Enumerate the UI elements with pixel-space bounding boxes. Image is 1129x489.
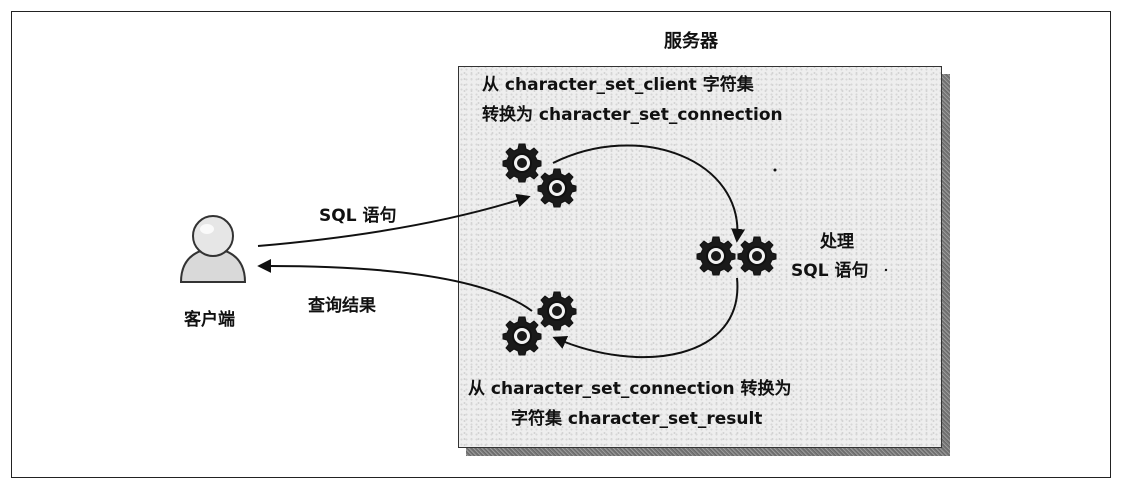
response-arrow (257, 258, 533, 312)
response-label: 查询结果 (308, 296, 376, 316)
processing-label-line2: SQL 语句 (791, 261, 869, 281)
processing-gears-icon (696, 236, 777, 276)
process-to-output-arrow (552, 277, 739, 359)
output-conversion-gears-icon (502, 291, 577, 356)
input-conversion-gears-icon (502, 143, 577, 208)
diagram-frame (11, 11, 1111, 478)
input-conversion-label-line2: 转换为 character_set_connection (482, 105, 783, 125)
convert-to-process-arrow (552, 144, 746, 243)
output-conversion-label-line1: 从 character_set_connection 转换为 (468, 379, 792, 399)
server-title: 服务器 (664, 31, 718, 52)
request-label: SQL 语句 (319, 206, 397, 226)
request-arrow (257, 193, 531, 247)
client-person-icon (179, 215, 247, 283)
input-conversion-label-line1: 从 character_set_client 字符集 (482, 75, 754, 95)
output-conversion-label-line2: 字符集 character_set_result (511, 409, 763, 429)
client-label: 客户端 (184, 310, 235, 330)
processing-label-line1: 处理 (820, 232, 854, 252)
